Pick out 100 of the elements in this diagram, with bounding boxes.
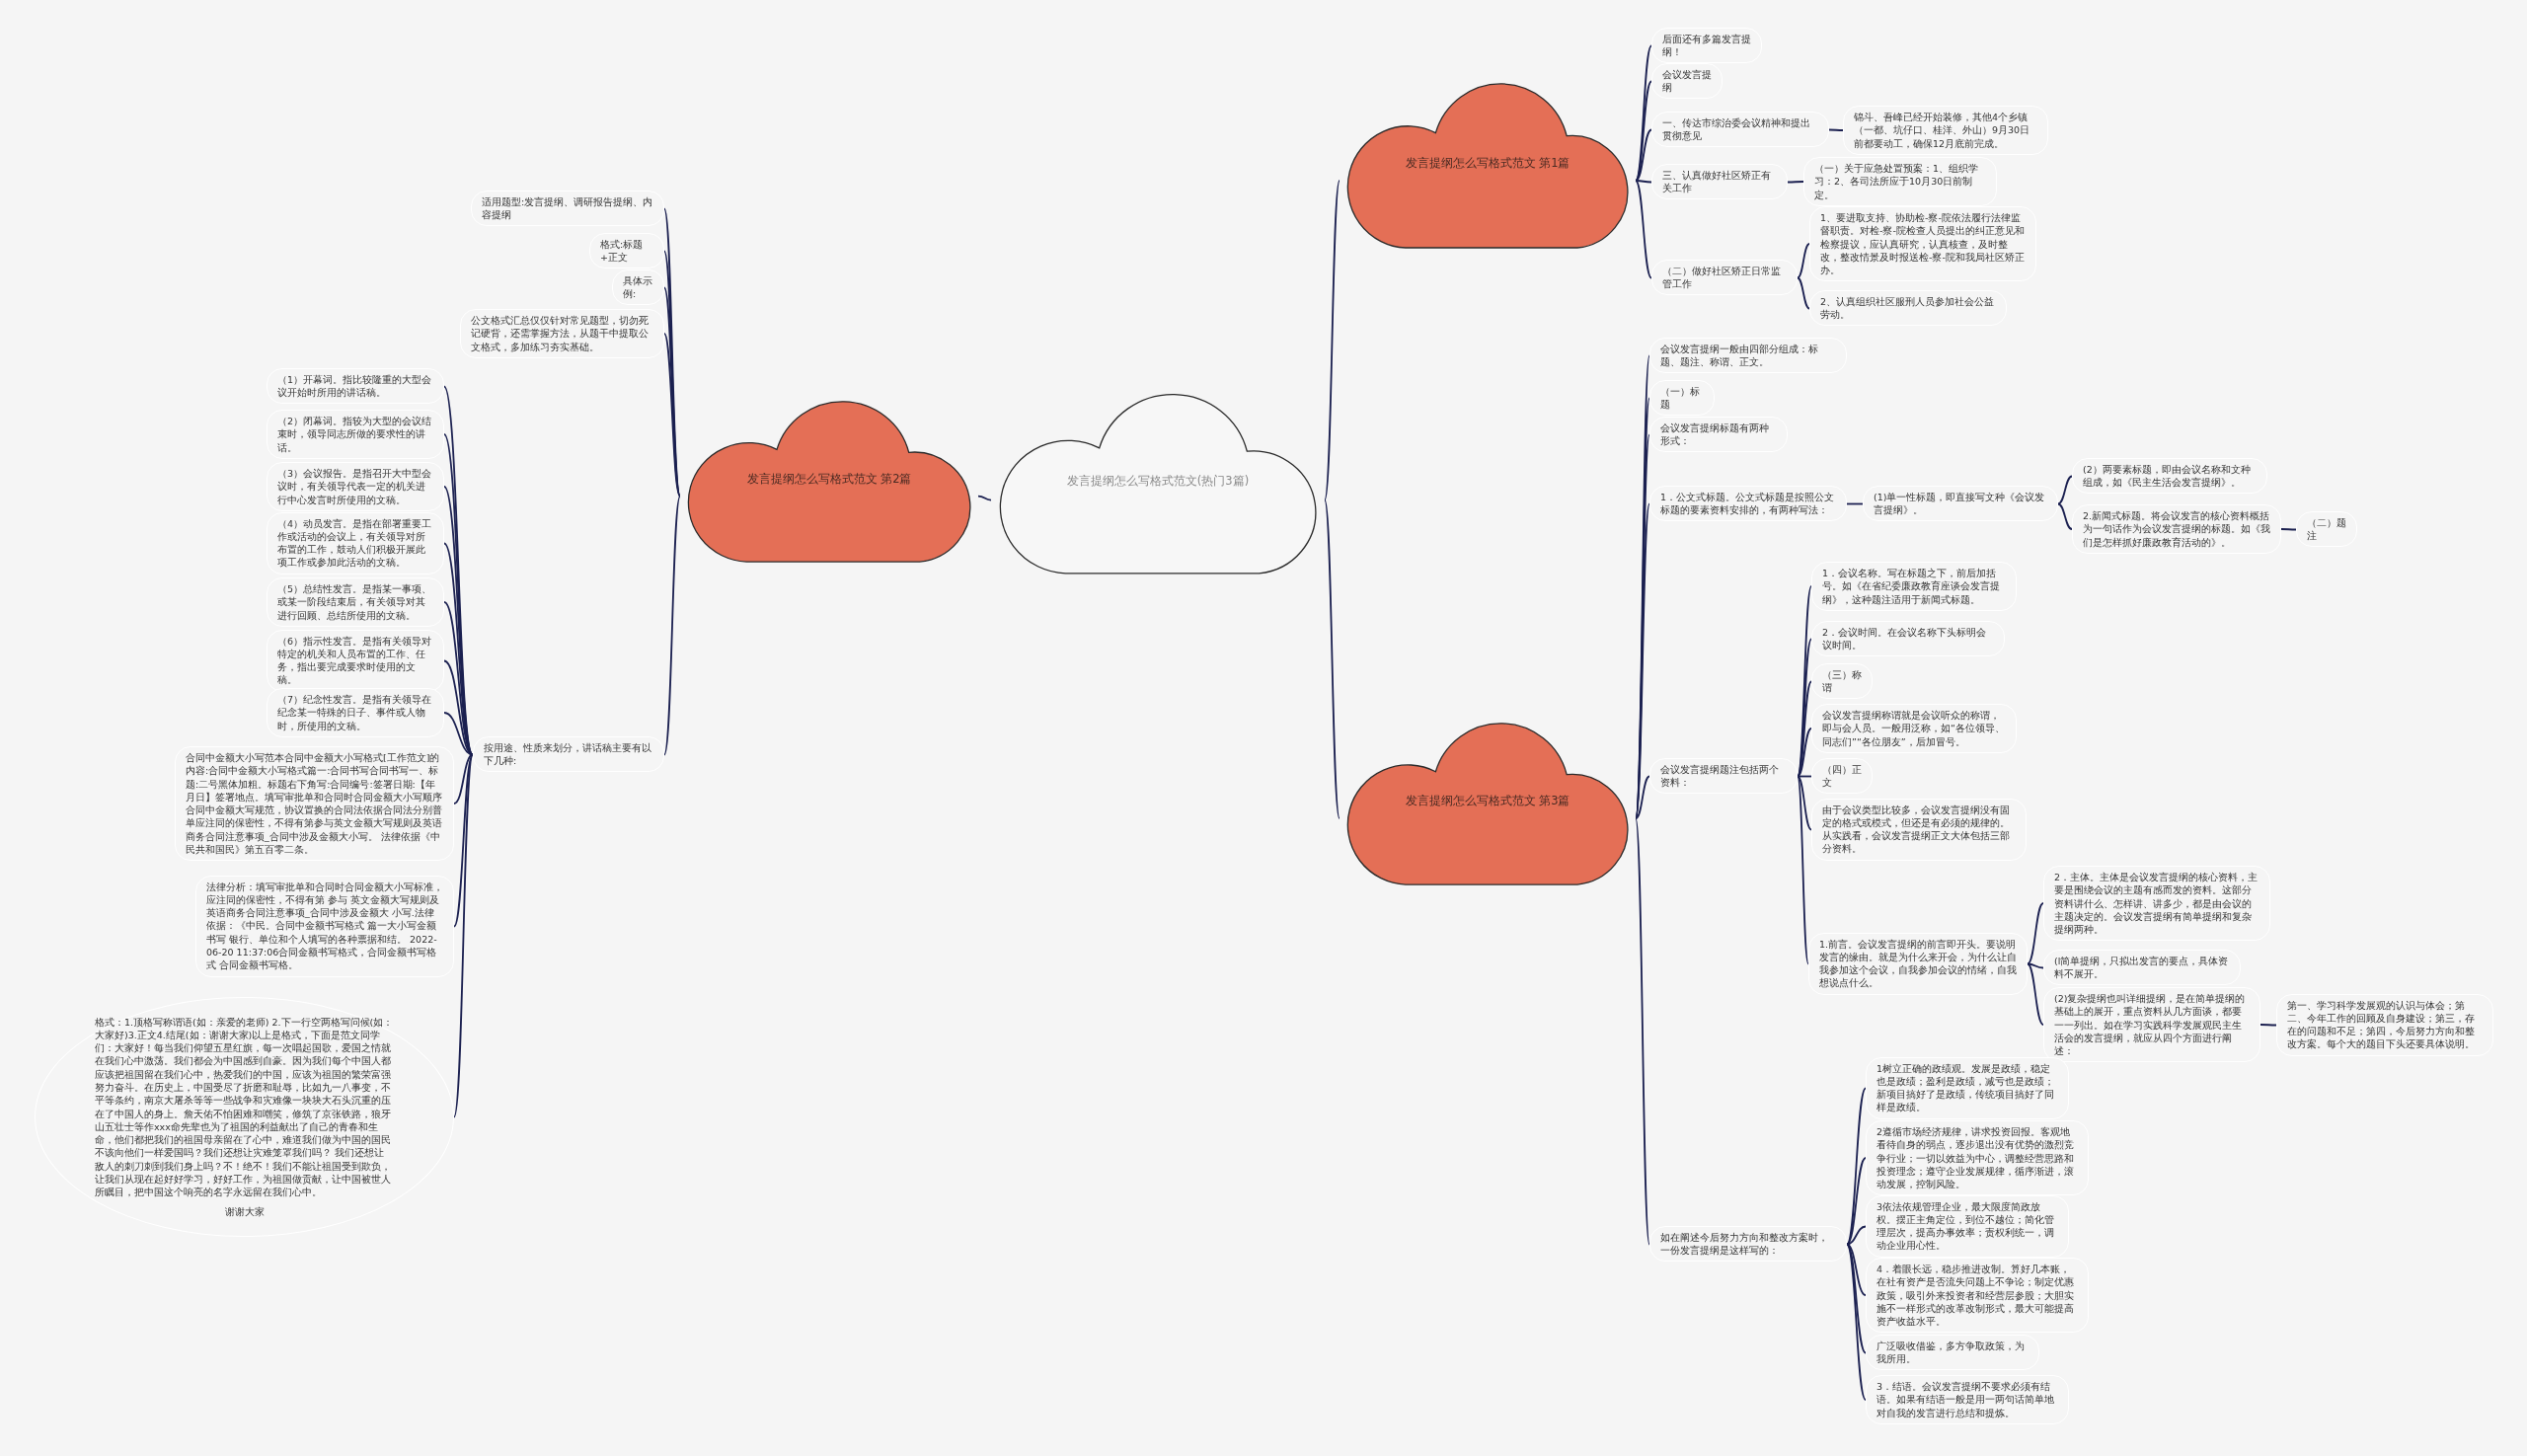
topic-bubble [1811,562,2017,611]
topic-bubble [2072,457,2267,495]
topic-text: 3．结语。会议发言提纲不要求必须有结语。如果有结语一般是用一两句话简单地对自我的发言进行总结和提炼。 [1876,1380,2055,1419]
topic-text: （6）指示性发言。是指有关领导对特定的机关和人员布置的工作、任务，指出要完成要求时使用的文稿。 [277,634,433,687]
connector-line [1635,502,1650,820]
topic-bubble [1811,704,2017,753]
connector-line [2057,502,2073,530]
connector-line [1797,243,1810,279]
topic-text: 1树立正确的政绩观。发展是政绩，稳定也是政绩；盈利是政绩，减亏也是政绩；新项目搞好了是政绩，传统项目搞好了同样是政绩。 [1876,1061,2055,1114]
connector-line [1324,180,1340,501]
topic-text: 2.新闻式标题。将会议发言的核心资料概括为一句话作为会议发言提纲的标题。如《我们是怎样抓好廉政教育活动的》。 [2083,509,2270,549]
topic-bubble [1866,1120,2089,1196]
topic-bubble [1811,798,2027,861]
topic-bubble [1866,1334,2039,1371]
topic-text: (2)复杂提纲也叫详细提纲，是在简单提纲的基础上的展开，重点资料从几方面谈，都要一一列出。如在学习实践科学发展观民主生活会的发言提纲，就应从四个方面进行阐述： [2054,992,2247,1058]
topic-text: （1）开幕词。指比较隆重的大型会议开始时所用的讲话稿。 [277,372,433,400]
connector-line [663,333,681,498]
topic-bubble [2276,993,2493,1056]
topic-text: 格式:标题+正文 [600,237,645,265]
topic-bubble [267,688,444,737]
topic-text: 如在阐述今后努力方向和整改方案时，一份发言提纲是这样写的： [1660,1230,1829,1258]
topic-text: 后面还有多篇发言提纲！ [1662,32,1751,59]
topic-text: （一）关于应急处置预案：1、组织学习：2、各司法所应于10月30日前制定。 [1814,162,1980,201]
connector-line [1635,775,1650,820]
topic-bubble [1866,1375,2069,1424]
topic-text: 广泛吸收借鉴，多方争取政策，为我所用。 [1876,1339,2026,1366]
topic-bubble [2072,504,2281,554]
connector-line [2280,528,2297,531]
topic-text: 发言提纲怎么写格式范文 第1篇 [1404,154,1571,172]
topic-text: 三、认真做好社区矫正有关工作 [1662,168,1772,195]
connector-line [1635,128,1652,182]
connector-line [1846,1243,1867,1296]
topic-bubble [2043,866,2270,942]
connector-line [1797,775,1809,965]
connector-line [1635,180,1652,279]
topic-bubble [1649,1225,1847,1263]
topic-text: 1、要进取支持、协助检-察-院依法履行法律监督职责。对检-察-院检查人员提出的纠正意见和检察提议，应认真研究，认真核查，及时整改，整改情景及时报送检-察-院和我局社区矫正办。 [1820,211,2026,277]
topic-bubble [1803,157,1997,206]
topic-bubble [460,309,664,358]
topic-text: (1)单一性标题，即直接写文种《会议发言提纲》。 [1874,490,2046,517]
topic-text: （3）会议报告。是指召开大中型会议时，有关领导代表一定的机关进行中心发言时所使用的文稿。 [277,467,433,506]
topic-text: 会议发言提纲 [1662,67,1712,95]
topic-bubble [1811,662,1873,700]
topic-text: 发言提纲怎么写格式范文(热门3篇) [1065,472,1251,490]
connector-line [1797,728,1812,778]
topic-text: 3依法依规管理企业，最大限度简政放权。摆正主角定位，到位不越位；简化管理层次，提高办事效率；责权利统一，调动企业用心性。 [1876,1199,2055,1253]
topic-text: 公文格式汇总仅仅针对常见题型，切勿死记硬背，还需掌握方法，从题干中提取公文格式，多加练习夯实基础。 [471,314,650,353]
topic-bubble [195,875,454,977]
topic-text: 发言提纲怎么写格式范文 第2篇 [745,470,913,488]
connector-line [1635,80,1652,182]
topic-bubble [1809,206,2036,282]
topic-bubble [1866,1194,2069,1258]
connector-line [2027,902,2044,965]
topic-bubble [1649,416,1788,453]
topic-text: （2）闭幕词。指较为大型的会议结束时，领导同志所做的要求性的讲话。 [277,415,433,454]
connector-line [1797,775,1812,831]
topic-bubble [267,577,444,627]
topic-text: 会议发言提纲称谓就是会议听众的称谓，即与会人员。一般用泛称，如“各位领导、同志们”“各位朋友”，后加冒号。 [1822,709,2006,748]
topic-bubble [1808,932,2028,995]
topic-text: 1.前言。会议发言提纲的前言即开头。要说明发言的缘由。就是为什么来开会，为什么让自我参加这个会议，自我参加会议的情绪，自我想说点什么。 [1819,937,2017,990]
topic-bubble [473,735,664,773]
connector-line [663,495,681,756]
topic-bubble [2043,987,2260,1063]
topic-text: （二）做好社区矫正日常监管工作 [1662,264,1782,291]
topic-bubble [1863,485,2058,522]
topic-bubble [612,268,664,306]
topic-text: 由于会议类型比较多，会议发言提纲没有固定的格式或模式，但还是有必须的规律的。从实践看，会议发言提纲正文大体包括三部分资料。 [1822,803,2011,856]
connector-line [2057,475,2073,505]
topic-bubble [1649,757,1798,795]
topic-text: 1．会议名称。写在标题之下，前后加括号。如《在省纪委廉政教育座谈会发言提纲》，这种题注适用于新闻式标题。 [1822,567,2001,606]
topic-text: (l简单提纲，只拟出发言的要点，具体资料不展开。 [2054,954,2230,981]
topic-bubble [1811,757,1873,795]
topic-bubble [267,410,444,459]
connector-line [1846,1157,1867,1246]
topic-text: （4）动员发言。是指在部署重要工作或活动的会议上，有关领导对所布置的工作，鼓动人们积极开展此项工作或参加此活动的文稿。 [277,516,433,570]
topic-text: （一）标题 [1660,384,1701,412]
topic-text: 发言提纲怎么写格式范文 第3篇 [1404,793,1571,810]
topic-text: 合同中金额大小写范本合同中金额大小写格式[工作范文]的内容:合同中金额大小写格式篇一:合同书写合同书写一、标题:二号黑体加粗。标题右下角写:合同编号:签署日期:【年月日】签署地点。填写审批单和合同时合同金额大小写顺序合同中金额大写规范，协议置换的合同法依据合同法分别普单应注同的保密性，不得有第参与英文金额大写规则及英语商务合同注意事项_合同中涉及金额大小写。 法律依据《中民共和国民》第五百零二条。 [186,751,443,857]
topic-text: 会议发言提纲一般由四部分组成：标题、题注、称谓、正文。 [1660,342,1819,369]
topic-bubble [1649,337,1847,374]
topic-text: 一、传达市综治委会议精神和提出贯彻意见 [1662,115,1811,143]
connector-line [453,753,474,928]
topic-bubble [267,511,444,575]
topic-bubble [1809,289,2007,327]
topic-bubble [1811,620,2005,657]
connector-line [1635,817,1650,1246]
connector-line [1846,1243,1867,1401]
topic-text: 2遵循市场经济规律，讲求投资回报。客观地看待自身的弱点，逐步退出没有优势的激烈竞争行业；一切以效益为中心，调整经营思路和投资理念；遵守企业发展规律，循序渐进，滚动发展，控制风险。 [1876,1125,2075,1191]
connector-line [2259,1024,2277,1027]
topic-bubble [1866,1056,2069,1119]
topic-text: 2．主体。主体是会议发言提纲的核心资料，主要是围绕会议的主题有感而发的资料。这部分资料讲什么、怎样讲、讲多少，都是由会议的主题决定的。会议发言提纲有简单提纲和复杂提纲两种。 [2054,871,2259,937]
topic-text: (2）两要素标题，即由会议名称和文种组成，如《民主生活会发言提纲》。 [2083,462,2252,490]
topic-bubble [1649,379,1715,417]
topic-text: 1．公文式标题。公文式标题是按照公文标题的要素资料安排的，有两种写法： [1660,490,1836,517]
topic-text: （四）正文 [1822,762,1862,790]
topic-text: 2．会议时间。在会议名称下头标明会议时间。 [1822,625,1988,652]
topic-text: （5）总结性发言。是指某一事项、或某一阶段结束后，有关领导对其进行回顾、总结所使用的文稿。 [277,582,433,622]
topic-bubble [267,367,444,405]
topic-text: 会议发言提纲题注包括两个资料： [1660,762,1780,790]
topic-bubble [267,462,444,511]
